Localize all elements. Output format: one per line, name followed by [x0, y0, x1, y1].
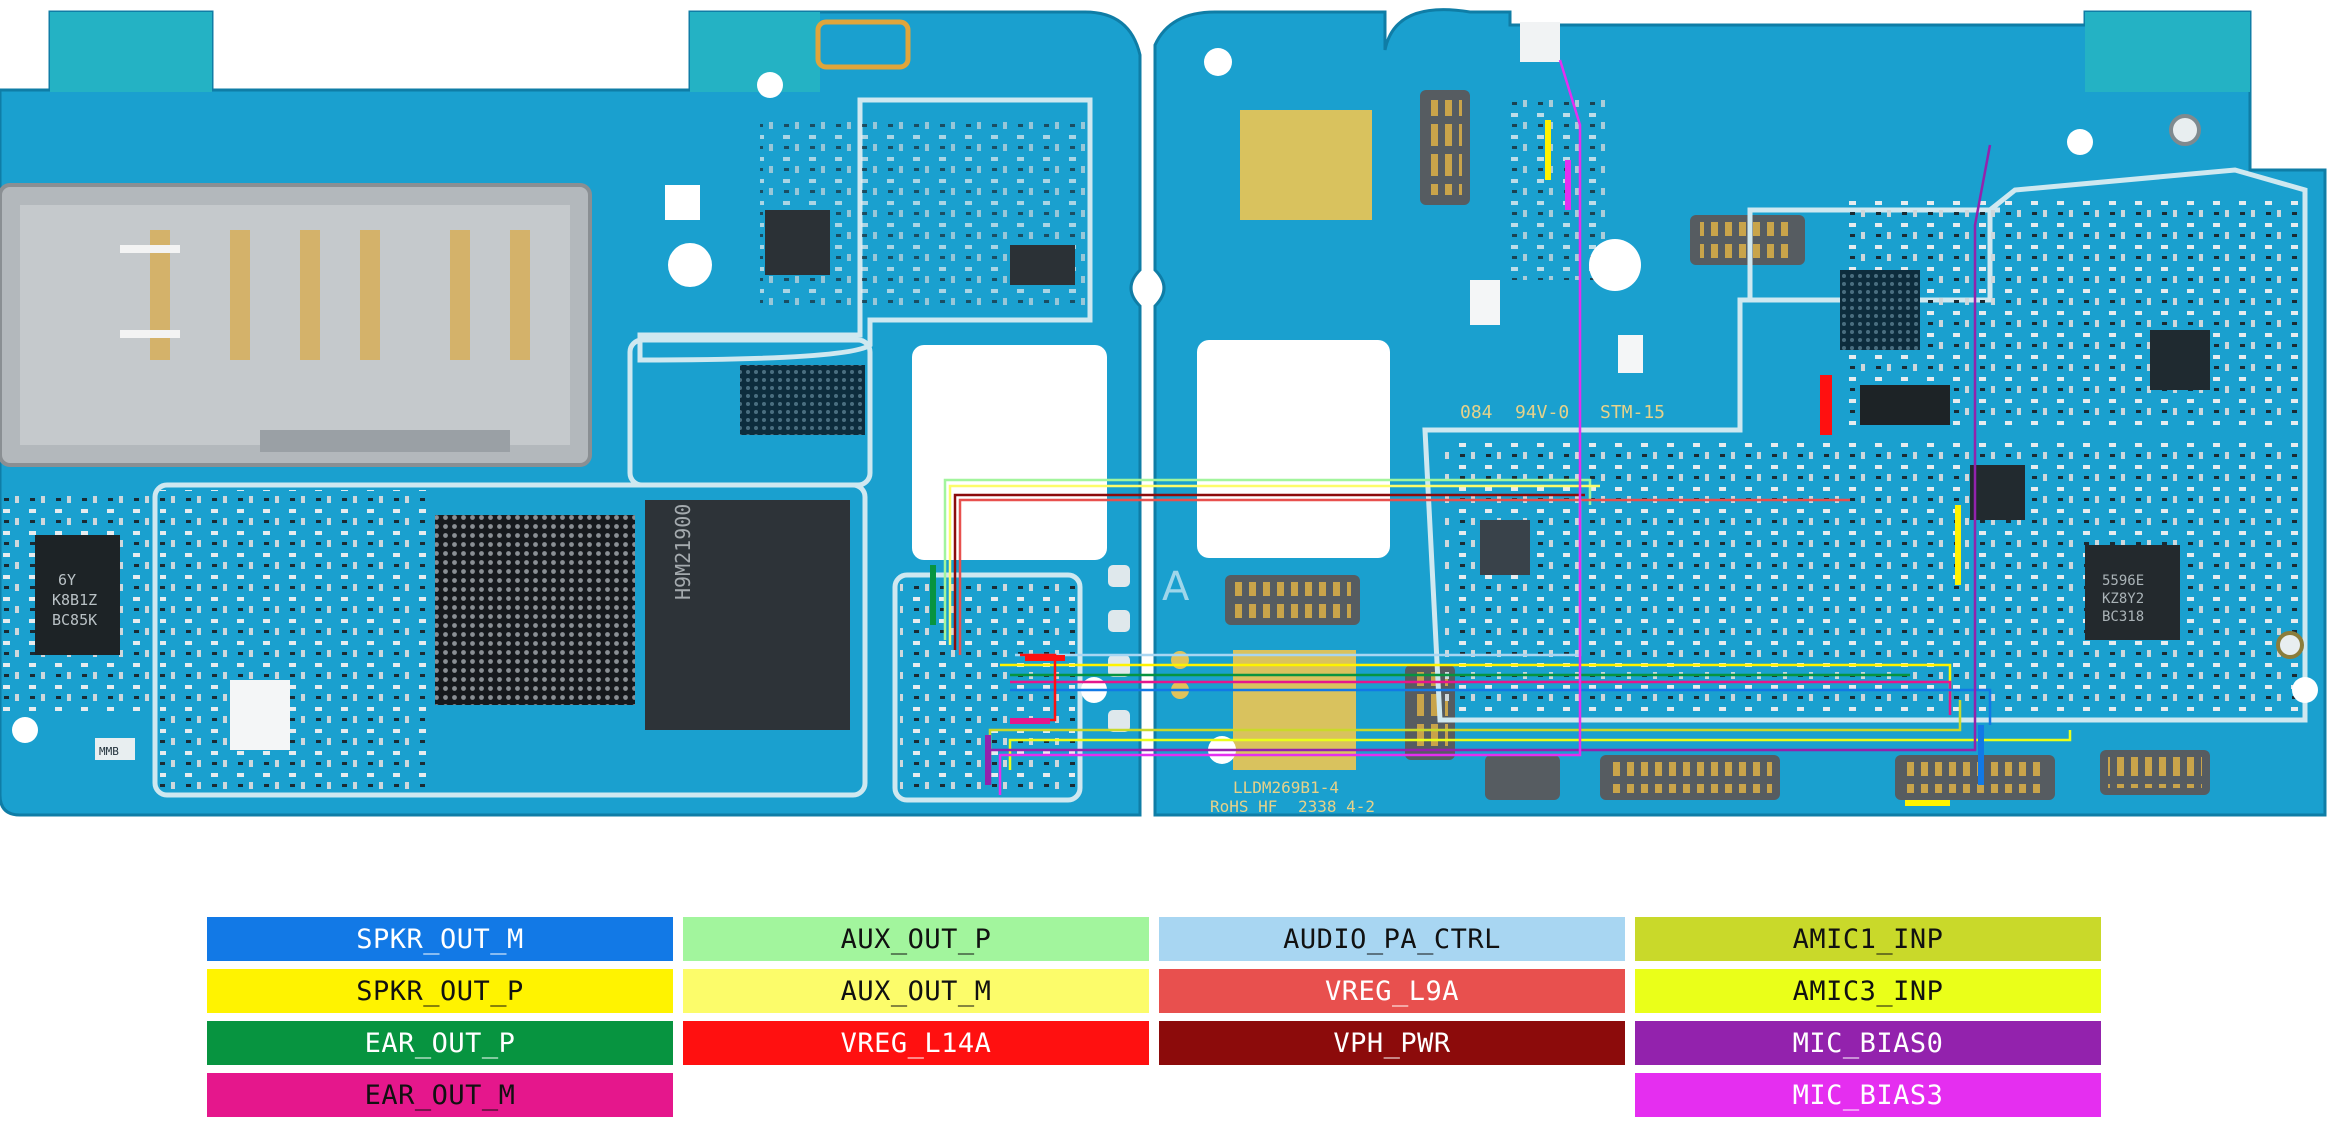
- legend-label: SPKR_OUT_M: [356, 923, 524, 955]
- legend-label: VREG_L9A: [1324, 975, 1460, 1007]
- pcb-board-diagram: H9M21900 6Y K8B1Z BC85K MMB: [0, 8, 2327, 817]
- left-small-label: MMB: [99, 745, 119, 758]
- trace-mic-bias3: [998, 59, 1582, 795]
- legend-label: AMIC3_INP: [1792, 975, 1944, 1007]
- legend-item: AMIC1_INP: [1635, 917, 2101, 961]
- board-model-number: LLDM269B1-4: [1233, 778, 1339, 797]
- trace-spkr-out-m: [1010, 688, 1992, 725]
- right-gold-pad-top: [1240, 110, 1372, 220]
- legend-item: EAR_OUT_P: [207, 1021, 673, 1065]
- legend-label: VPH_PWR: [1333, 1027, 1451, 1059]
- left-ic-chip-label-2: K8B1Z: [52, 591, 97, 609]
- legend-item: AUX_OUT_M: [683, 969, 1149, 1013]
- left-ear-tab: [50, 12, 212, 92]
- legend-label: AUX_OUT_P: [840, 923, 992, 955]
- signal-legend: SPKR_OUT_M AUX_OUT_P AUDIO_PA_CTRL AMIC1…: [207, 917, 2103, 1122]
- legend-label: AUDIO_PA_CTRL: [1283, 923, 1501, 955]
- audio-traces: [930, 59, 2072, 806]
- legend-item: AUX_OUT_P: [683, 917, 1149, 961]
- legend-label: EAR_OUT_P: [364, 1027, 516, 1059]
- left-camera-cutout: [912, 345, 1107, 560]
- right-ic-chip-label-1: 5596E: [2102, 573, 2144, 589]
- legend-item: AMIC3_INP: [1635, 969, 2101, 1013]
- trace-aux-out-m: [948, 484, 1600, 645]
- legend-label: SPKR_OUT_P: [356, 975, 524, 1007]
- legend-item: MIC_BIAS0: [1635, 1021, 2101, 1065]
- right-ic-chip: [2085, 545, 2180, 640]
- legend-label: MIC_BIAS3: [1792, 1079, 1944, 1111]
- trace-aux-out-p: [943, 478, 1592, 640]
- legend-label: AMIC1_INP: [1792, 923, 1944, 955]
- trace-vph-pwr: [953, 493, 1585, 650]
- legend-item: SPKR_OUT_P: [207, 969, 673, 1013]
- legend-item: MIC_BIAS3: [1635, 1073, 2101, 1117]
- legend-label: MIC_BIAS0: [1792, 1027, 1944, 1059]
- trace-ear-out-m: [1010, 680, 1952, 715]
- left-ic-chip: [35, 535, 120, 655]
- processor-chip: [645, 500, 850, 730]
- legend-item: AUDIO_PA_CTRL: [1159, 917, 1625, 961]
- legend-label: VREG_L14A: [840, 1027, 992, 1059]
- right-ic-chip-label-3: BC318: [2102, 609, 2144, 625]
- board-date-code: 2338 4-2: [1298, 797, 1375, 816]
- board-code-084: 084: [1460, 402, 1493, 423]
- trace-vreg-l9a: [958, 498, 1850, 655]
- legend-empty-cell: [683, 1073, 1149, 1117]
- legend-item: EAR_OUT_M: [207, 1073, 673, 1117]
- legend-item: VREG_L14A: [683, 1021, 1149, 1065]
- left-board: H9M21900 6Y K8B1Z BC85K MMB: [0, 10, 1142, 817]
- left-ic-chip-label-3: BC85K: [52, 611, 97, 629]
- board-code-94v0: 94V-0: [1515, 402, 1569, 423]
- memory-chip-bga: [435, 515, 635, 705]
- legend-item: VREG_L9A: [1159, 969, 1625, 1013]
- right-board: 5596E KZ8Y2 BC318 084 94V-0 STM-15 LLDM2…: [1153, 8, 2327, 817]
- legend-empty-cell: [1159, 1073, 1625, 1117]
- legend-label: AUX_OUT_M: [840, 975, 992, 1007]
- legend-item: VPH_PWR: [1159, 1021, 1625, 1065]
- connector-bottom-1: [1485, 755, 1560, 800]
- board-panel-letter: A: [1162, 564, 1190, 610]
- legend-item: SPKR_OUT_M: [207, 917, 673, 961]
- board-rohs: RoHS HF: [1210, 797, 1277, 816]
- right-camera-cutout: [1197, 340, 1390, 558]
- svg-text:H9M21900: H9M21900: [671, 504, 695, 600]
- board-code-stm15: STM-15: [1600, 402, 1665, 423]
- legend-label: EAR_OUT_M: [364, 1079, 516, 1111]
- left-ic-chip-label-1: 6Y: [58, 571, 76, 589]
- right-gold-pad-bottom: [1233, 650, 1356, 770]
- right-ic-chip-label-2: KZ8Y2: [2102, 591, 2144, 607]
